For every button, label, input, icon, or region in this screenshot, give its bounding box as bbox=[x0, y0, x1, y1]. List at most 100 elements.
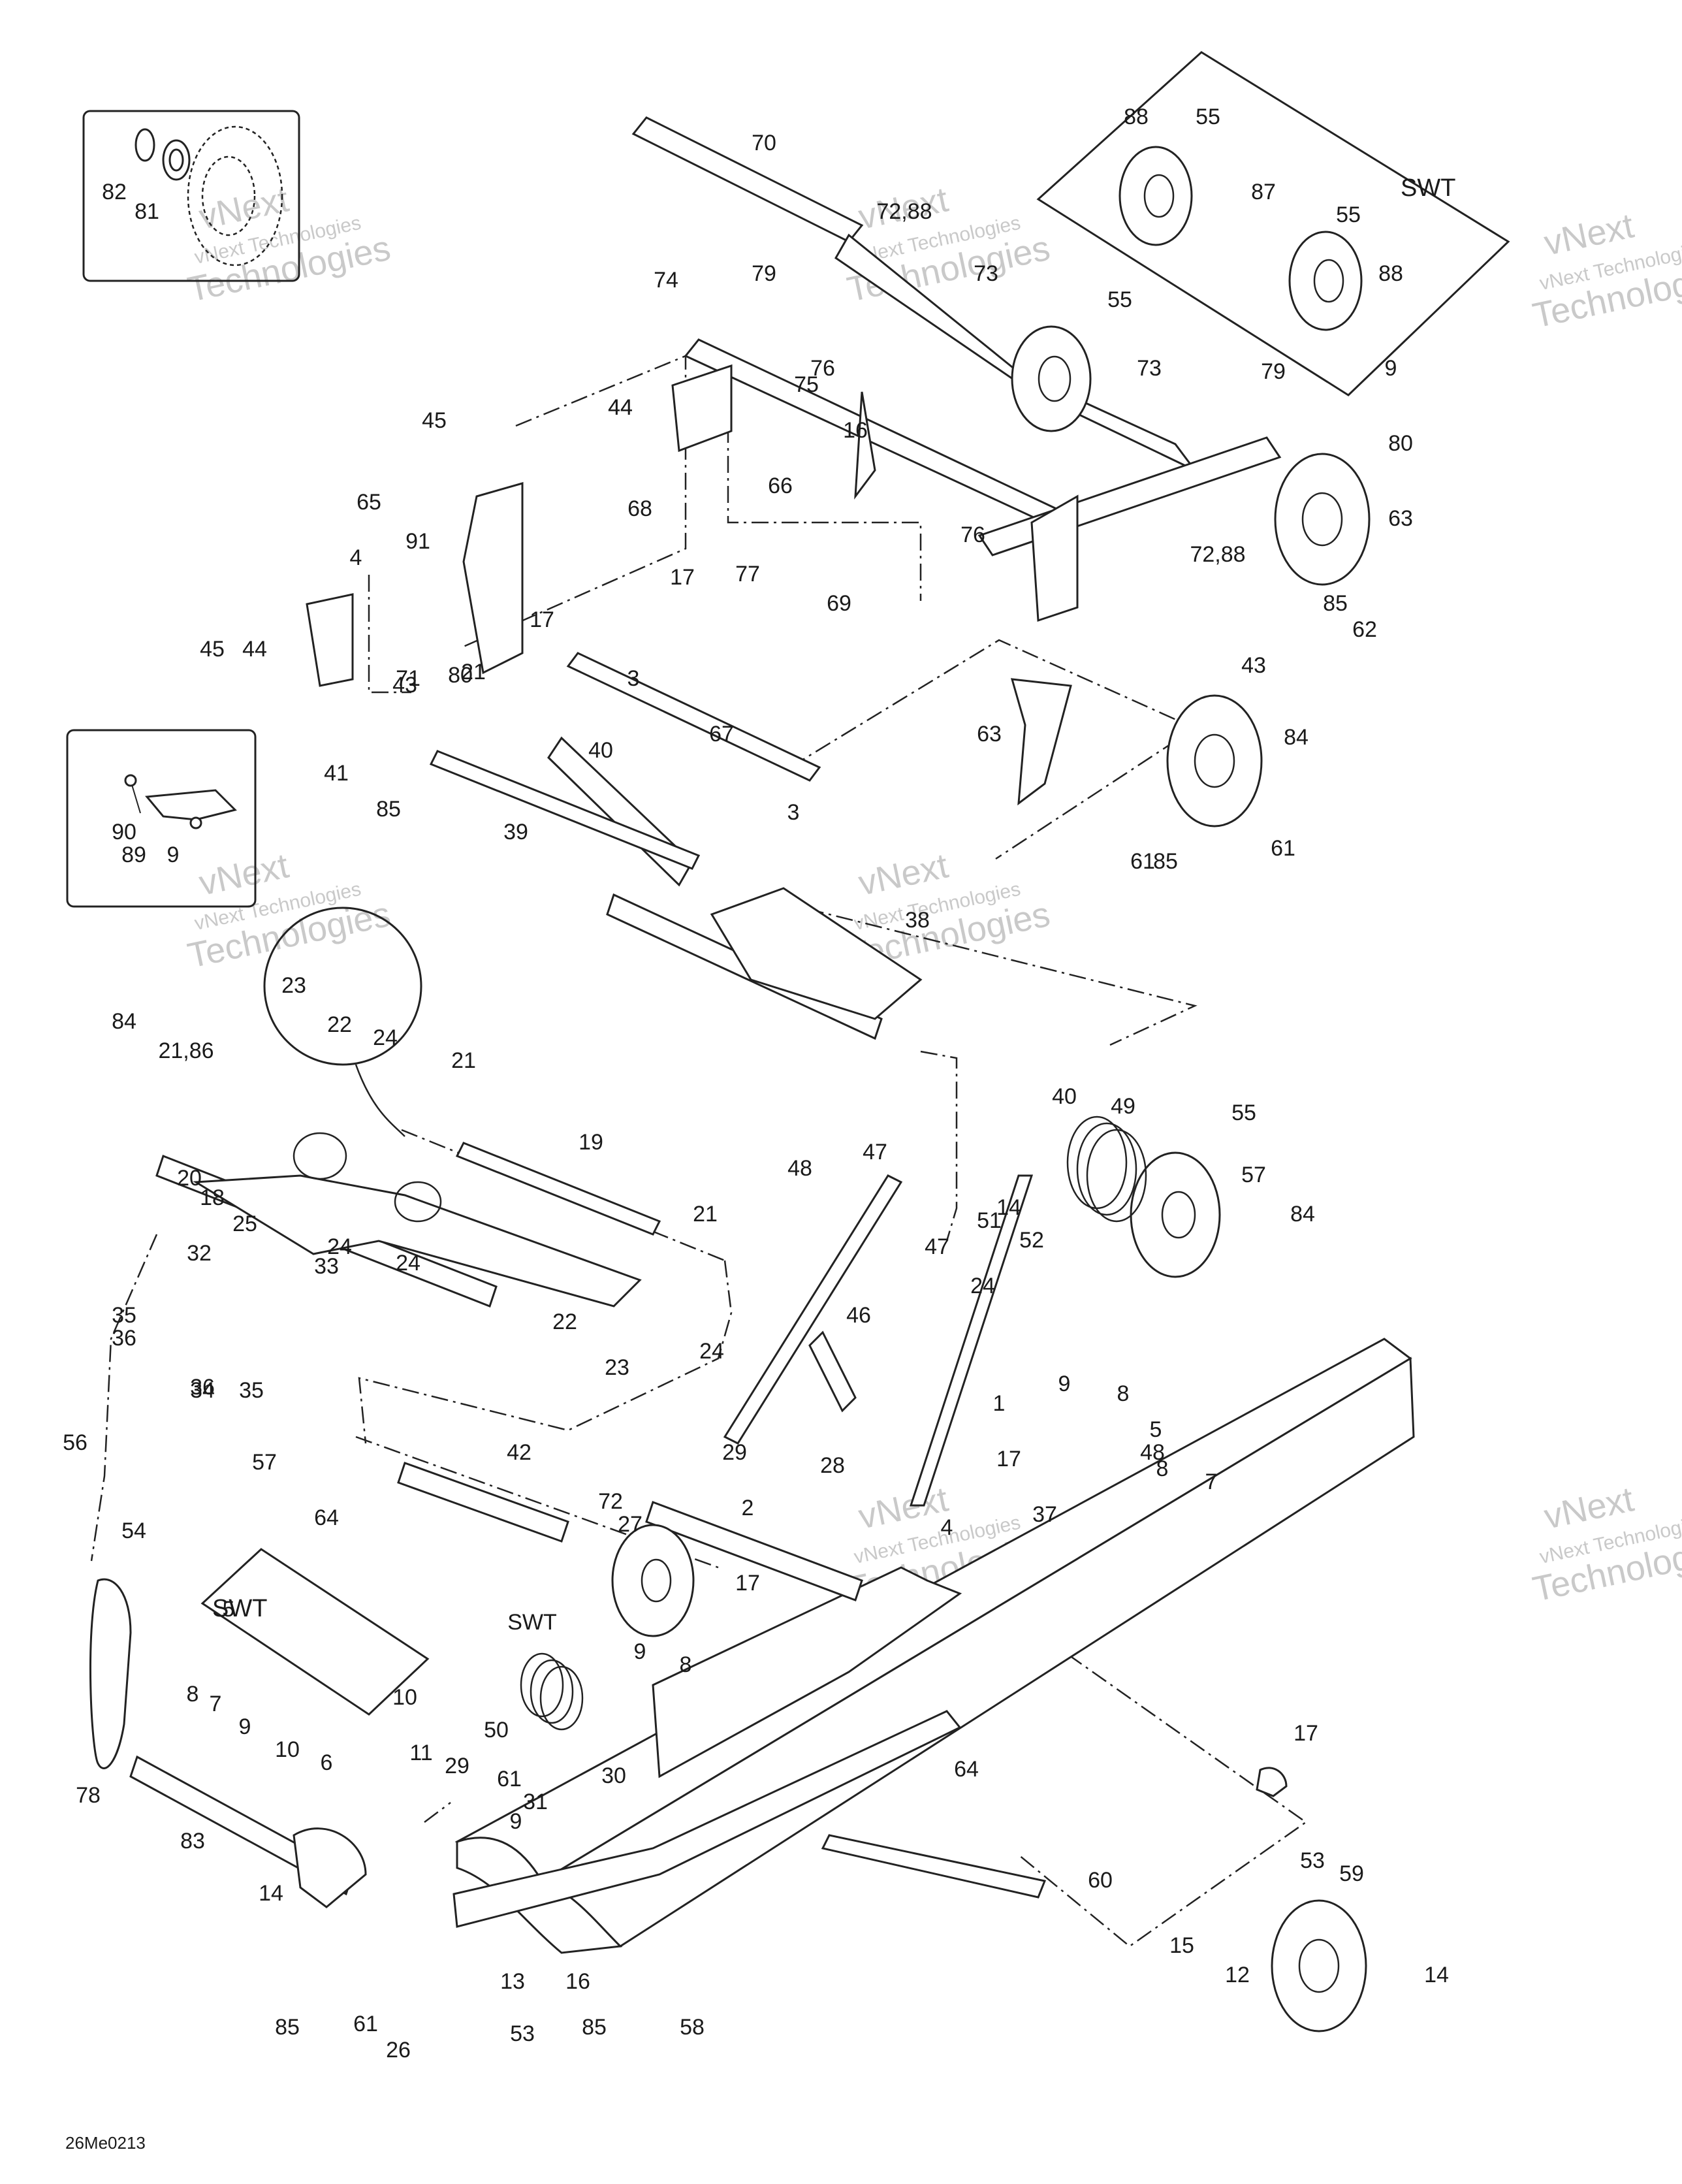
part-callout: 3 bbox=[787, 800, 800, 825]
part-callout: 53 bbox=[510, 2021, 535, 2046]
part-callout: 67 bbox=[709, 722, 734, 747]
part-callout: 4 bbox=[941, 1515, 953, 1540]
part-callout: 55 bbox=[1107, 287, 1132, 312]
part-callout: SWT bbox=[507, 1610, 557, 1635]
part-callout: 25 bbox=[232, 1212, 257, 1236]
part-callout: 9 bbox=[510, 1809, 522, 1834]
part-callout: 57 bbox=[252, 1450, 277, 1475]
part-callout: 60 bbox=[1088, 1868, 1113, 1893]
part-callout: 17 bbox=[670, 565, 695, 590]
watermark-text: vNext bbox=[1541, 1479, 1638, 1536]
part-callout: 43 bbox=[392, 673, 417, 698]
part-callout: 44 bbox=[608, 395, 633, 420]
part-callout: 7 bbox=[210, 1692, 222, 1716]
part-callout: 21 bbox=[451, 1048, 476, 1073]
part-callout: 18 bbox=[200, 1185, 225, 1210]
part-callout: 27 bbox=[618, 1512, 643, 1537]
part-callout: 66 bbox=[768, 474, 793, 498]
part-callout: 64 bbox=[314, 1505, 339, 1530]
part-callout: 8 bbox=[680, 1652, 692, 1677]
watermark-text: vNext bbox=[196, 846, 293, 903]
part-callout: 88 bbox=[1124, 104, 1149, 129]
part-callout: 17 bbox=[735, 1571, 760, 1596]
watermark-text: vNext bbox=[855, 1479, 952, 1536]
part-callout: 73 bbox=[974, 261, 998, 286]
part-callout: 80 bbox=[448, 663, 473, 688]
part-callout: 24 bbox=[396, 1251, 420, 1276]
part-callout: 10 bbox=[275, 1737, 300, 1762]
part-callout: 9 bbox=[1385, 356, 1397, 381]
part-callout: 48 bbox=[787, 1156, 812, 1181]
part-callout: 76 bbox=[960, 522, 985, 547]
part-callout: 45 bbox=[422, 408, 447, 433]
part-callout: 55 bbox=[1196, 104, 1220, 129]
part-callout: 34 bbox=[190, 1378, 215, 1403]
part-callout: 3 bbox=[627, 666, 640, 691]
part-callout: 77 bbox=[735, 562, 760, 586]
wheels bbox=[611, 146, 1371, 2032]
inset-frame-bearing bbox=[82, 110, 300, 282]
part-callout: 39 bbox=[503, 820, 528, 844]
part-callout: 6 bbox=[321, 1750, 333, 1775]
part-callout: 79 bbox=[1261, 359, 1286, 384]
part-callout: 57 bbox=[1241, 1163, 1266, 1187]
inset-frame-swt-bottom bbox=[200, 1548, 430, 1716]
part-callout: 83 bbox=[180, 1829, 205, 1854]
part-callout: 50 bbox=[484, 1718, 509, 1742]
part-callout: 9 bbox=[1058, 1372, 1071, 1396]
part-callout: 22 bbox=[552, 1309, 577, 1334]
part-callout: 45 bbox=[200, 637, 225, 662]
part-callout: 72 bbox=[598, 1489, 623, 1514]
part-callout: 36 bbox=[112, 1326, 136, 1351]
part-callout: 53 bbox=[1300, 1848, 1325, 1873]
part-callout: 54 bbox=[121, 1518, 146, 1543]
part-callout: 91 bbox=[405, 529, 430, 554]
part-callout: 75 bbox=[794, 372, 819, 397]
part-callout: 37 bbox=[1032, 1502, 1057, 1527]
part-callout: 14 bbox=[1424, 1963, 1449, 1987]
part-callout: 84 bbox=[112, 1009, 136, 1034]
part-callout: 38 bbox=[905, 908, 930, 933]
part-callout: 43 bbox=[1241, 653, 1266, 678]
part-callout: 9 bbox=[239, 1714, 251, 1739]
part-callout: 16 bbox=[843, 418, 868, 443]
part-callout: 21 bbox=[461, 660, 486, 684]
part-callout: 51 bbox=[977, 1208, 1002, 1233]
part-callout: 47 bbox=[925, 1234, 949, 1259]
part-callout: 69 bbox=[827, 591, 851, 616]
part-callout: 49 bbox=[1111, 1094, 1135, 1119]
part-callout: 58 bbox=[680, 2015, 705, 2040]
part-callout: 9 bbox=[167, 843, 180, 867]
part-callout: 76 bbox=[810, 356, 835, 381]
part-callout: 55 bbox=[1231, 1100, 1256, 1125]
part-callout: 47 bbox=[863, 1140, 887, 1164]
watermark-text: vNext bbox=[196, 180, 293, 236]
part-callout: 30 bbox=[601, 1763, 626, 1788]
part-callout: 85 bbox=[376, 797, 401, 822]
part-callout: 40 bbox=[588, 738, 613, 763]
part-callout: 8 bbox=[1156, 1456, 1169, 1481]
part-callout: 17 bbox=[1293, 1721, 1318, 1746]
part-callout: 8 bbox=[1117, 1381, 1130, 1406]
swt-top-label: SWT bbox=[1401, 174, 1455, 202]
part-callout: 11 bbox=[409, 1741, 432, 1765]
part-callout: 2 bbox=[742, 1496, 754, 1520]
part-callout: 62 bbox=[1352, 617, 1377, 642]
part-callout: 68 bbox=[627, 496, 652, 521]
watermark-text: vNext bbox=[855, 846, 952, 903]
part-callout: 24 bbox=[970, 1274, 995, 1298]
part-callout: 14 bbox=[996, 1195, 1021, 1220]
part-callout: 20 bbox=[177, 1166, 202, 1191]
part-callout: 61 bbox=[1271, 836, 1295, 861]
part-callout: 80 bbox=[1388, 431, 1413, 456]
part-callout: 72,88 bbox=[1190, 542, 1245, 567]
inset-frame-swt-top bbox=[1036, 51, 1510, 396]
slide-rail-assembly bbox=[452, 1338, 1415, 1954]
inset-frame-bracket bbox=[66, 729, 257, 908]
part-callout: 23 bbox=[281, 973, 306, 998]
part-callout: 61 bbox=[353, 2012, 378, 2036]
